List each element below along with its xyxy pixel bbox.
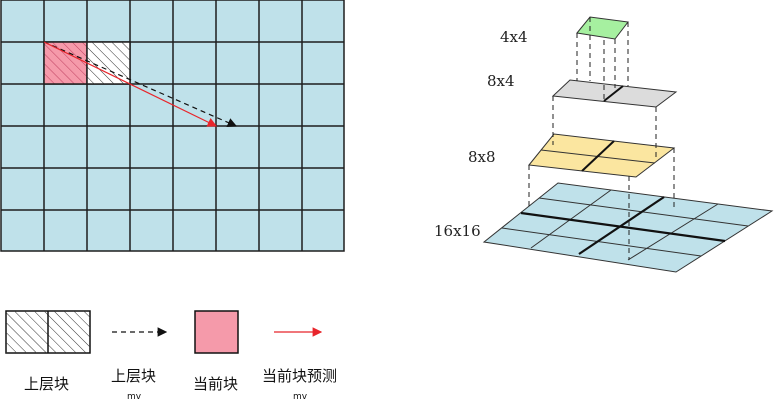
legend-upper-block-mv-label: 上层块 <box>111 367 156 385</box>
level-4x4-plane <box>576 16 629 40</box>
level-8x8-plane <box>528 133 676 178</box>
level-label-4x4: 4x4 <box>500 28 528 46</box>
legend-current-pred-label: 当前块预测 <box>262 367 337 385</box>
current-block-pred-mv-arrow <box>43 41 218 127</box>
legend-current-block-label: 当前块 <box>193 375 238 393</box>
block-size-pyramid: 4x4 8x4 8x8 16x16 <box>434 16 774 273</box>
current-block-highlight <box>43 41 88 85</box>
legend-upper-block-mv-sub: mv <box>127 392 142 402</box>
level-label-16x16: 16x16 <box>434 222 481 240</box>
legend-current-pred-sub: mv <box>293 392 308 402</box>
block-grid <box>0 0 345 252</box>
level-label-8x4: 8x4 <box>487 72 515 90</box>
legend: 上层块 上层块 mv 当前块 当前块预测 mv <box>5 310 337 402</box>
level-label-8x8: 8x8 <box>468 148 496 166</box>
upper-block-mv-arrow <box>43 41 238 128</box>
legend-upper-block-swatch <box>5 310 91 354</box>
legend-upper-block-label: 上层块 <box>24 375 69 393</box>
legend-current-block-swatch <box>194 310 239 354</box>
